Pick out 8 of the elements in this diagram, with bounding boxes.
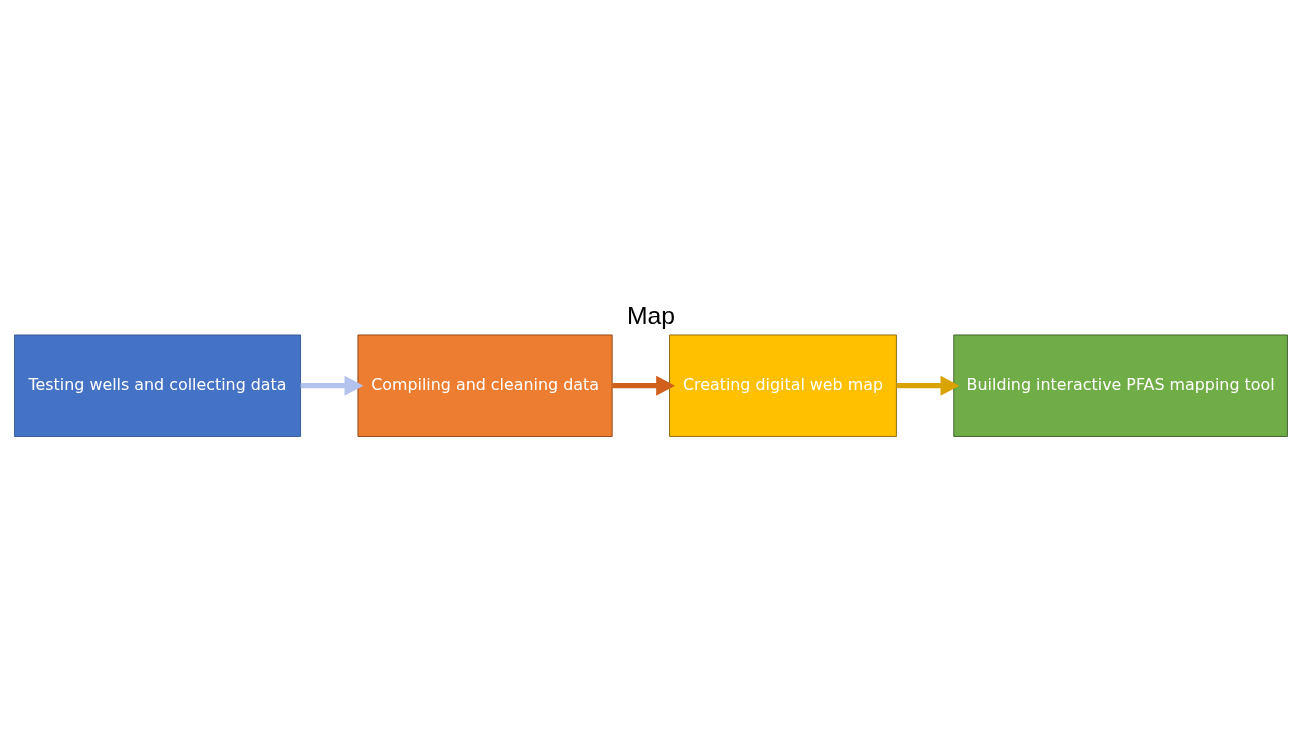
- node-box: Compiling and cleaning data: [357, 334, 613, 437]
- node-box: Building interactive PFAS mapping tool: [953, 334, 1288, 437]
- arrow: [612, 375, 676, 396]
- node-box: Testing wells and collecting data: [14, 334, 301, 437]
- node-box: Creating digital web map: [669, 334, 897, 437]
- diagram-title: Map: [626, 301, 676, 329]
- arrow: [300, 375, 364, 396]
- arrow: [896, 375, 960, 396]
